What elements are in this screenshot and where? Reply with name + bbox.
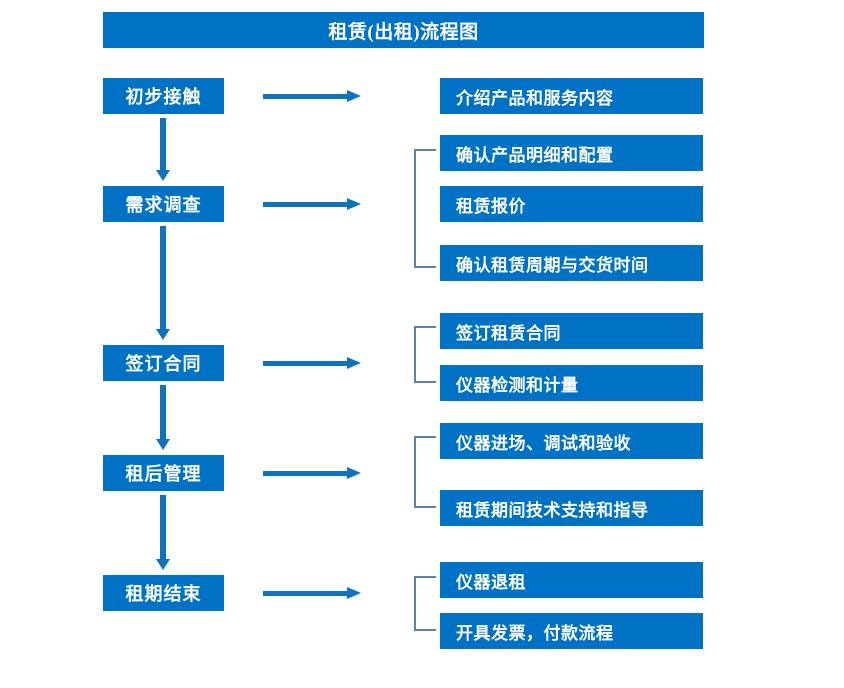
arrow-head: [156, 439, 170, 450]
detail-box-2[interactable]: 确认产品明细和配置: [440, 135, 703, 171]
horizontal-arrow-3: [263, 355, 363, 371]
detail-box-3[interactable]: 租赁报价: [440, 186, 703, 222]
detail-box-9[interactable]: 仪器退租: [440, 562, 703, 598]
detail-box-6[interactable]: 仪器检测和计量: [440, 365, 703, 401]
detail-box-5[interactable]: 签订租赁合同: [440, 313, 703, 349]
arrow-shaft: [263, 591, 351, 596]
stage-box-3[interactable]: 签订合同: [103, 345, 224, 381]
group-bracket-2: [414, 326, 436, 383]
stage-box-1[interactable]: 初步接触: [103, 78, 224, 114]
stage-box-2[interactable]: 需求调查: [103, 186, 224, 222]
arrow-head: [347, 198, 361, 210]
diagram-title: 租赁(出租)流程图: [103, 12, 704, 48]
arrow-head: [156, 329, 170, 340]
vertical-arrow-1: [154, 118, 172, 182]
arrow-shaft: [160, 495, 166, 559]
arrow-shaft: [160, 226, 166, 329]
detail-box-7[interactable]: 仪器进场、调试和验收: [440, 423, 703, 459]
arrow-head: [347, 587, 361, 599]
horizontal-arrow-5: [263, 585, 363, 601]
arrow-shaft: [263, 471, 351, 476]
detail-box-10[interactable]: 开具发票，付款流程: [440, 613, 703, 649]
arrow-head: [156, 559, 170, 570]
arrow-head: [347, 467, 361, 479]
horizontal-arrow-1: [263, 88, 363, 104]
detail-box-4[interactable]: 确认租赁周期与交货时间: [440, 245, 703, 281]
arrow-head: [156, 170, 170, 181]
group-bracket-1: [414, 149, 436, 268]
vertical-arrow-4: [154, 495, 172, 571]
arrow-head: [347, 90, 361, 102]
arrow-shaft: [263, 202, 351, 207]
detail-box-8[interactable]: 租赁期间技术支持和指导: [440, 490, 703, 526]
arrow-shaft: [263, 361, 351, 366]
arrow-shaft: [263, 94, 351, 99]
arrow-head: [347, 357, 361, 369]
vertical-arrow-2: [154, 226, 172, 341]
stage-box-5[interactable]: 租期结束: [103, 575, 224, 611]
horizontal-arrow-2: [263, 196, 363, 212]
arrow-shaft: [160, 118, 166, 170]
group-bracket-4: [414, 576, 436, 631]
vertical-arrow-3: [154, 385, 172, 451]
group-bracket-3: [414, 436, 436, 508]
stage-box-4[interactable]: 租后管理: [103, 455, 224, 491]
detail-box-1[interactable]: 介绍产品和服务内容: [440, 78, 703, 114]
arrow-shaft: [160, 385, 166, 439]
horizontal-arrow-4: [263, 465, 363, 481]
